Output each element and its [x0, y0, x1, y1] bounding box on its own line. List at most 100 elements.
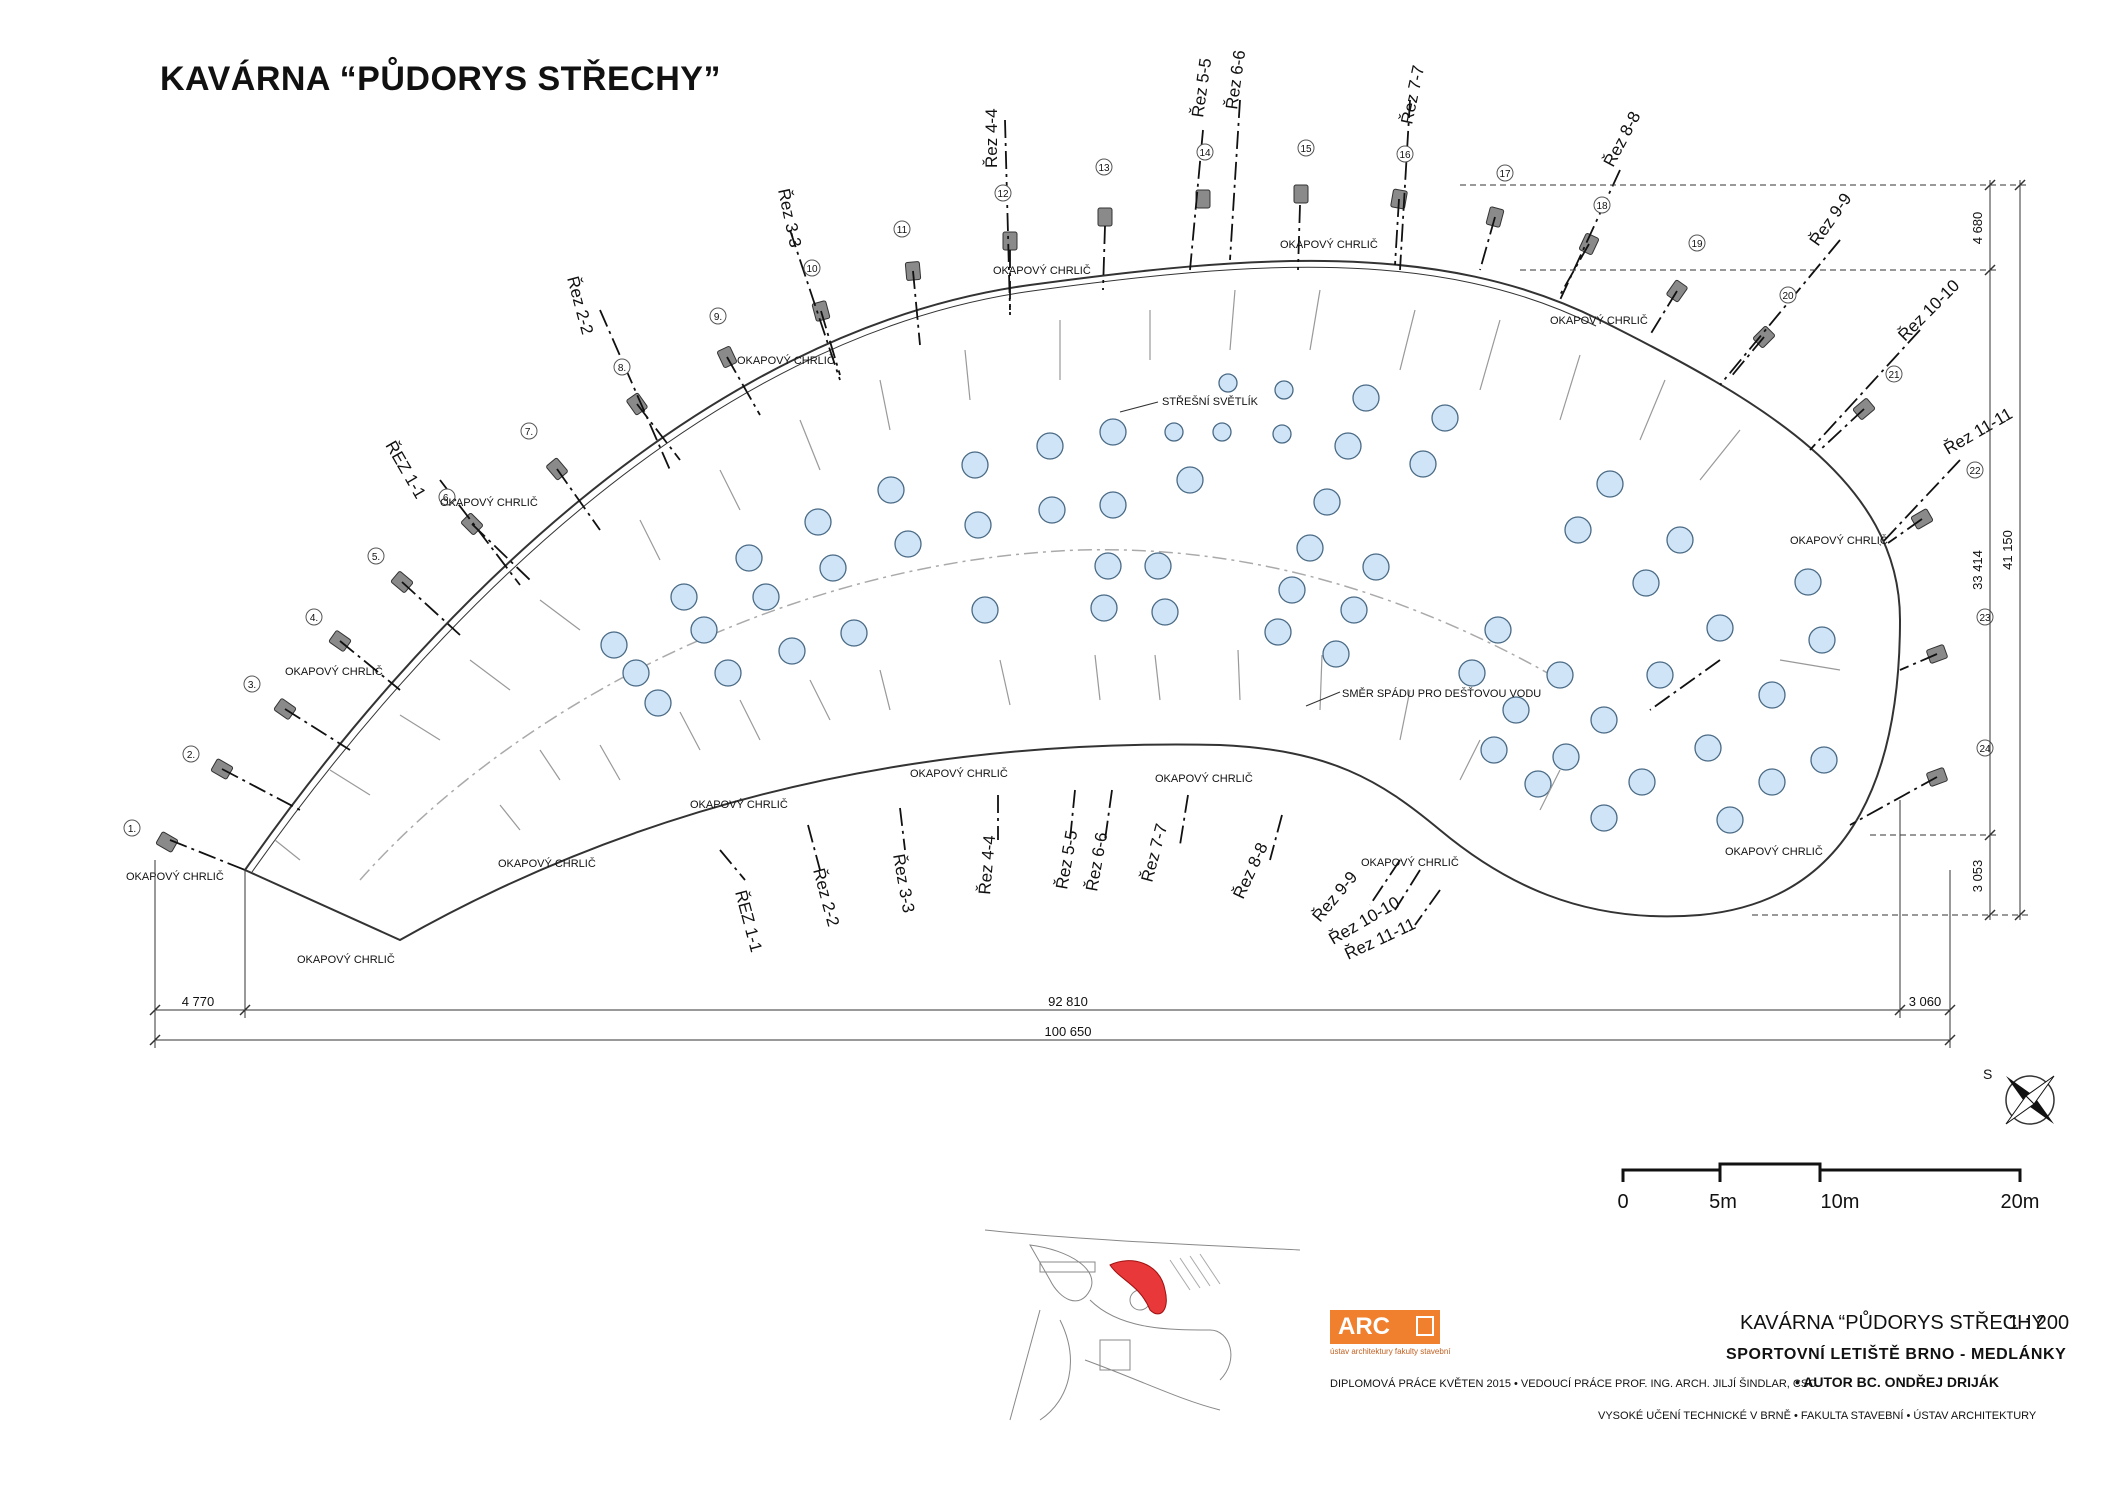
- skylight: [735, 544, 763, 572]
- school-info: VYSOKÉ UČENÍ TECHNICKÉ V BRNĚ • FAKULTA …: [1598, 1410, 2037, 1422]
- skylight: [1038, 496, 1066, 524]
- drawing-title: KAVÁRNA “PŮDORYS STŘECHY: [1740, 1312, 2045, 1334]
- gargoyle-label: OKAPOVÝ CHRLIČ: [285, 665, 383, 678]
- skylight: [1546, 661, 1574, 689]
- skylight: [1212, 422, 1232, 442]
- gargoyle-label: OKAPOVÝ CHRLIČ: [126, 870, 224, 883]
- section-label: Řez 9-9: [1806, 190, 1856, 250]
- section-label: Řez 4-4: [982, 108, 1001, 168]
- drawing-scale: 1 : 200: [2008, 1312, 2070, 1334]
- gargoyle-number: 24: [1979, 744, 1991, 755]
- skylight: [1272, 424, 1292, 444]
- skylight: [778, 637, 806, 665]
- scale-label-20: 20m: [2001, 1191, 2040, 1213]
- dimension-v-top: 4 680: [1970, 212, 1985, 245]
- skylight: [1274, 380, 1294, 400]
- skylight: [1036, 432, 1064, 460]
- skylight: [894, 530, 922, 558]
- gargoyle-label: OKAPOVÝ CHRLIČ: [440, 496, 538, 509]
- section-label: Řez 5-5: [1052, 829, 1081, 891]
- dimension-v-total: 41 150: [2000, 530, 2015, 570]
- author: • AUTOR BC. ONDŘEJ DRIJÁK: [1795, 1374, 2000, 1390]
- skylight: [1099, 418, 1127, 446]
- skylight: [1094, 552, 1122, 580]
- gargoyle-label: OKAPOVÝ CHRLIČ: [1155, 772, 1253, 785]
- gargoyle-number: 19: [1691, 239, 1703, 250]
- gargoyle-number: 9.: [714, 312, 722, 323]
- skylight: [1340, 596, 1368, 624]
- gargoyle-number: 14: [1199, 148, 1211, 159]
- skylight: [752, 583, 780, 611]
- location-plan: [984, 1229, 1301, 1421]
- skylight: [690, 616, 718, 644]
- skylight: [1666, 526, 1694, 554]
- skylight: [1646, 661, 1674, 689]
- gargoyle-number: 23: [1979, 613, 1991, 624]
- section-label: Řez 7-7: [1397, 64, 1428, 126]
- gargoyle-label: OKAPOVÝ CHRLIČ: [498, 857, 596, 870]
- dimension-left: 4 770: [182, 994, 215, 1009]
- gargoyle-number: 17: [1499, 169, 1511, 180]
- skylight: [1296, 534, 1324, 562]
- section-label: Řez 3-3: [774, 187, 805, 249]
- dimension-right: 3 060: [1909, 994, 1942, 1009]
- gargoyle-number: 7.: [525, 427, 533, 438]
- gargoyle-number: 10: [806, 264, 818, 275]
- skylight: [1164, 422, 1184, 442]
- skylight: [1431, 404, 1459, 432]
- section-label: Řez 5-5: [1188, 57, 1215, 119]
- skylight: [1334, 432, 1362, 460]
- section-label: Řez 3-3: [889, 852, 918, 914]
- compass-label: S: [1983, 1066, 1993, 1082]
- section-label: ŘEZ 1-1: [382, 438, 430, 502]
- thesis-info: DIPLOMOVÁ PRÁCE KVĚTEN 2015 • VEDOUCÍ PR…: [1330, 1378, 1820, 1390]
- skylight: [1524, 770, 1552, 798]
- section-label: Řez 7-7: [1138, 822, 1172, 884]
- skylight: [1409, 450, 1437, 478]
- section-label: Řez 6-6: [1082, 831, 1111, 893]
- skylight: [1716, 806, 1744, 834]
- gargoyle-number: 5.: [372, 552, 380, 563]
- skylight: [1313, 488, 1341, 516]
- scale-label-10: 10m: [1821, 1191, 1860, 1213]
- skylight: [1151, 598, 1179, 626]
- skylight: [1218, 373, 1238, 393]
- skylight: [1596, 470, 1624, 498]
- skylight: [1808, 626, 1836, 654]
- compass-icon: [2005, 1075, 2055, 1125]
- section-label: ŘEZ 1-1: [731, 888, 766, 954]
- skylight: [1590, 804, 1618, 832]
- section-label: Řez 11-11: [1941, 404, 2016, 458]
- gargoyle-label: OKAPOVÝ CHRLIČ: [1361, 856, 1459, 869]
- section-label: Řez 6-6: [1222, 49, 1249, 111]
- dimension-middle: 92 810: [1048, 994, 1088, 1009]
- gargoyle-number: 2.: [187, 750, 195, 761]
- skylight: [1502, 696, 1530, 724]
- skylight: [961, 451, 989, 479]
- gargoyle-number: 1.: [128, 824, 136, 835]
- section-label: Řez 10-10: [1894, 276, 1963, 345]
- skylight-label: STŘEŠNÍ SVĚTLÍK: [1162, 395, 1259, 408]
- skylight: [1694, 734, 1722, 762]
- dimension-v-mid: 33 414: [1970, 550, 1985, 590]
- skylight: [1458, 659, 1486, 687]
- skylight: [1810, 746, 1838, 774]
- skylight: [1176, 466, 1204, 494]
- gargoyle-label: OKAPOVÝ CHRLIČ: [1550, 314, 1648, 327]
- scale-label-0: 0: [1617, 1191, 1628, 1213]
- section-label: Řez 8-8: [1600, 108, 1645, 169]
- gargoyle-number: 4.: [310, 613, 318, 624]
- section-label: Řez 2-2: [563, 274, 597, 336]
- gargoyle-number: 11: [897, 225, 908, 236]
- page-title: KAVÁRNA “PŮDORYS STŘECHY”: [160, 60, 721, 98]
- gargoyle-label: OKAPOVÝ CHRLIČ: [737, 354, 835, 367]
- skylight: [804, 508, 832, 536]
- gargoyle-number: 3.: [248, 680, 256, 691]
- gargoyle-number: 16: [1399, 150, 1411, 161]
- skylight: [971, 596, 999, 624]
- section-label: Řez 4-4: [975, 834, 999, 895]
- skylight: [644, 689, 672, 717]
- skylight: [1480, 736, 1508, 764]
- skylight: [1706, 614, 1734, 642]
